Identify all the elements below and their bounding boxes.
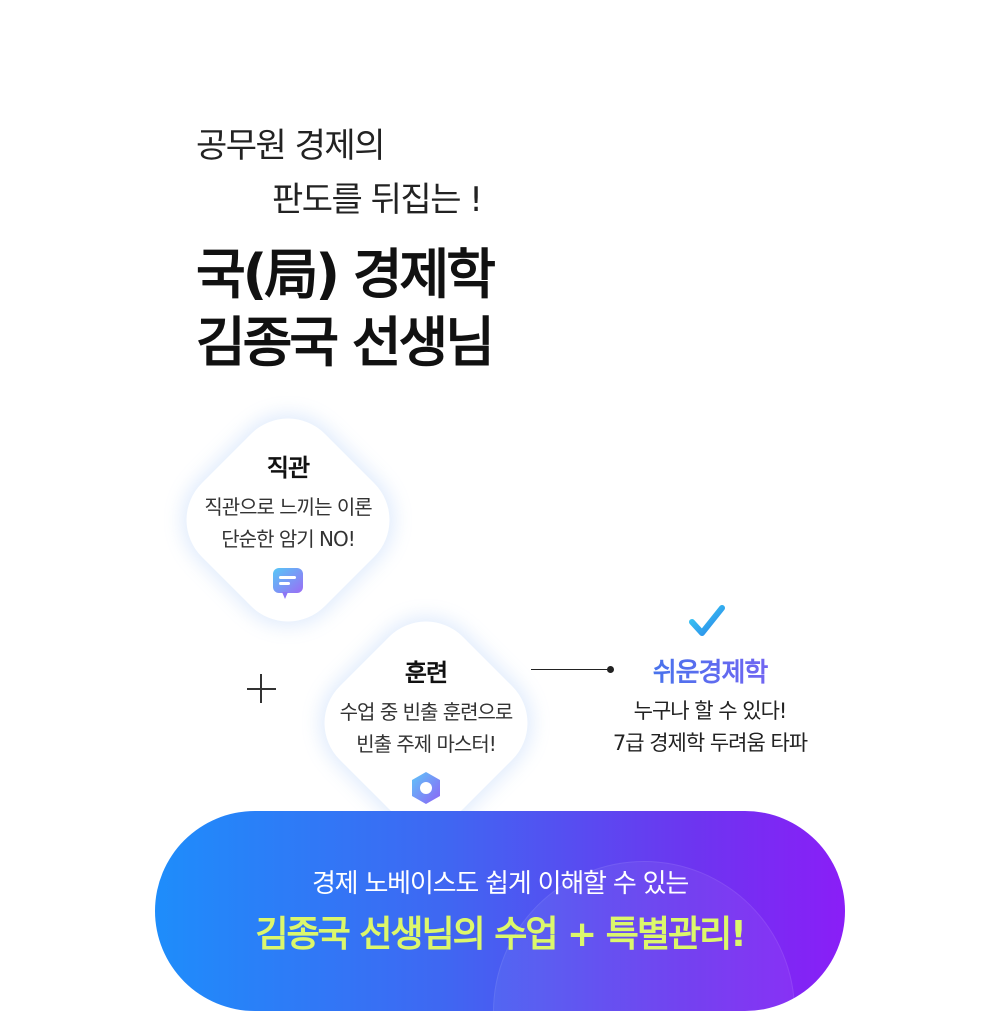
training-card: 훈련 수업 중 빈출 훈련으로 빈출 주제 마스터!	[306, 653, 546, 810]
intuition-card: 직관 직관으로 느끼는 이론 단순한 암기 NO!	[168, 448, 408, 605]
result-line-2: 7급 경제학 두려움 타파	[612, 731, 808, 755]
banner-title: 김종국 선생님의 수업 + 특별관리!	[255, 914, 746, 955]
banner-subtitle: 경제 노베이스도 쉽게 이해할 수 있는	[311, 869, 689, 899]
hexagon-icon	[408, 770, 444, 810]
connector-line	[531, 666, 614, 673]
result-line-1: 누구나 할 수 있다!	[633, 699, 788, 723]
checkmark-icon	[688, 602, 726, 644]
intro-line-1: 공무원 경제의	[196, 126, 386, 166]
training-card-title: 훈련	[404, 659, 448, 687]
intuition-card-title: 직관	[266, 454, 310, 482]
promo-banner: 경제 노베이스도 쉽게 이해할 수 있는 김종국 선생님의 수업 + 특별관리!	[155, 811, 845, 1011]
result-title: 쉬운경제학	[580, 652, 840, 689]
training-card-line-1: 수업 중 빈출 훈련으로	[339, 700, 514, 724]
intuition-card-line-2: 단순한 암기 NO!	[221, 527, 355, 551]
training-card-line-2: 빈출 주제 마스터!	[356, 732, 497, 756]
plus-icon	[247, 674, 276, 703]
headline-line-1: 국(局) 경제학	[196, 243, 496, 306]
intuition-card-line-1: 직관으로 느끼는 이론	[204, 495, 372, 519]
intro-line-2: 판도를 뒤집는 !	[272, 180, 483, 220]
headline-line-2: 김종국 선생님	[196, 311, 495, 374]
result-box: 쉬운경제학 누구나 할 수 있다! 7급 경제학 두려움 타파	[580, 652, 840, 759]
message-icon	[270, 565, 306, 605]
